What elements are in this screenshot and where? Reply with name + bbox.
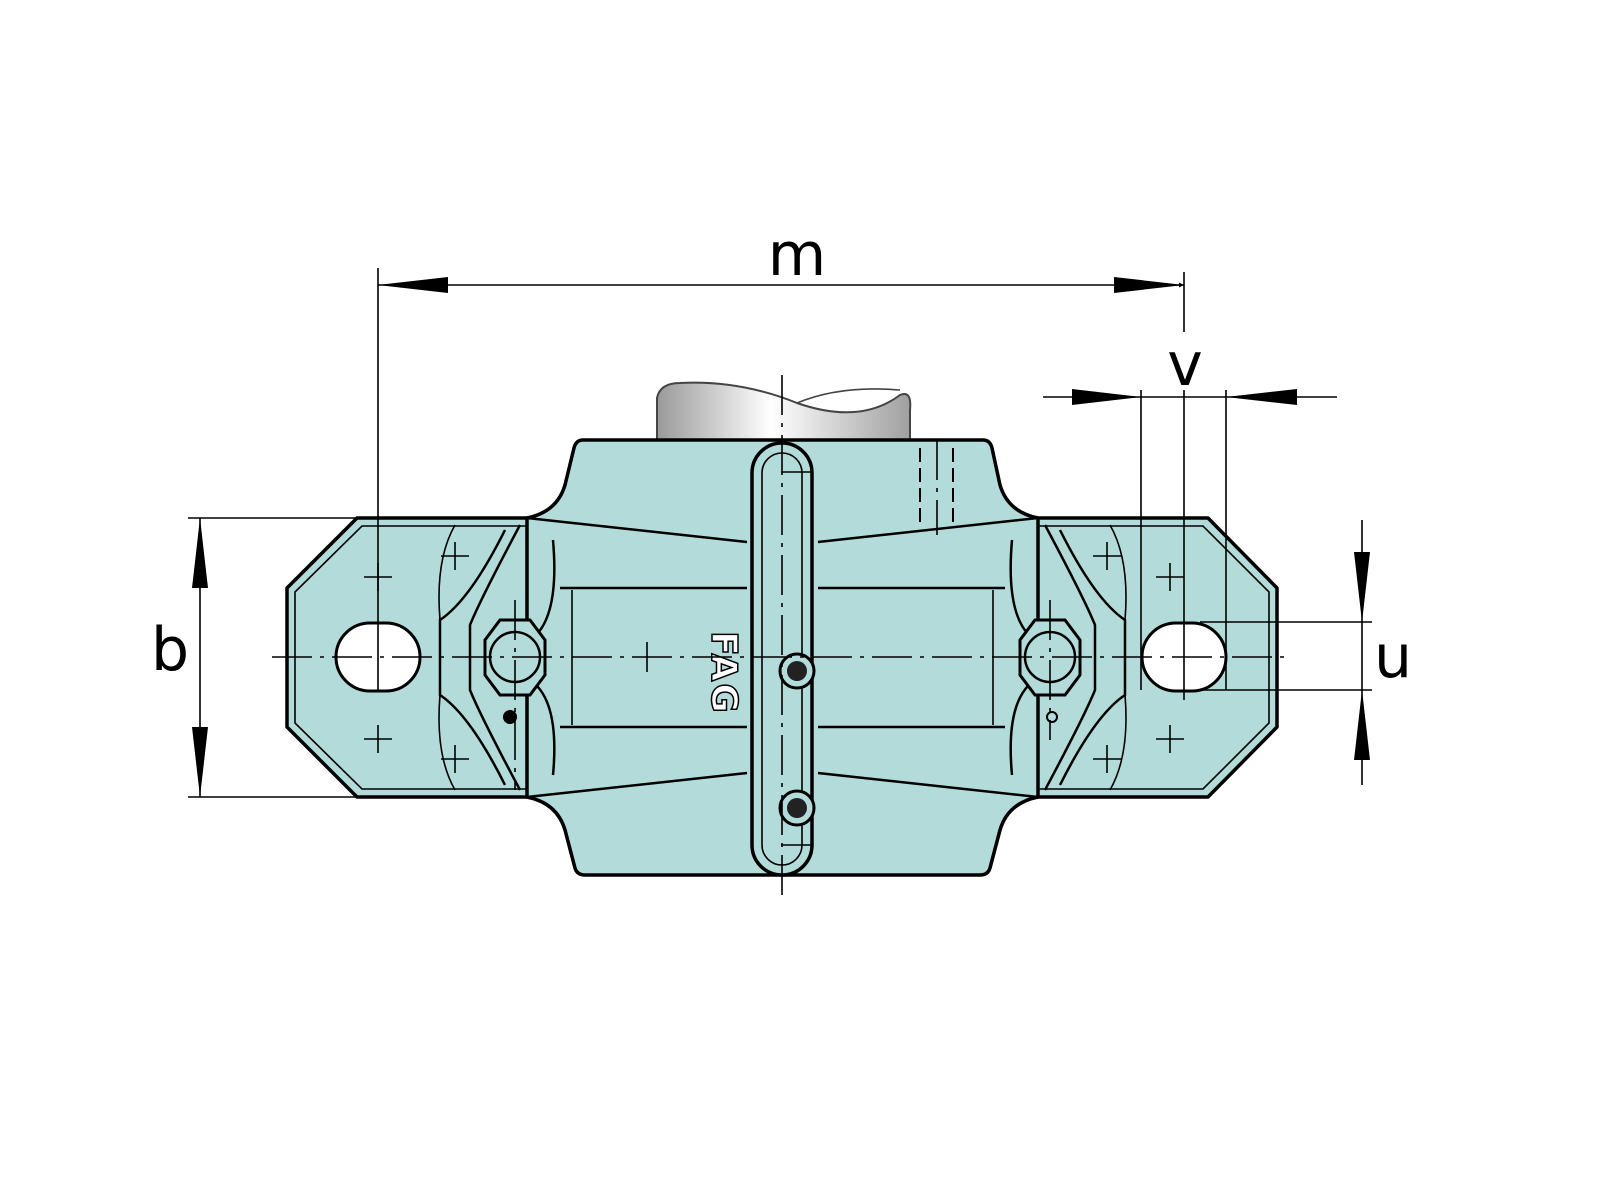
dimension-u: u — [1200, 520, 1412, 785]
dimension-label-b: b — [151, 615, 189, 685]
dimension-label-v: v — [1167, 330, 1203, 400]
dowel-pin-right — [1046, 711, 1058, 723]
cap-bolt-bottom — [778, 789, 816, 827]
dimension-m: m — [377, 220, 1185, 690]
dimension-v: v — [1043, 330, 1337, 700]
dimension-b: b — [151, 517, 360, 798]
housing-flank-left — [438, 516, 748, 799]
dimension-label-m: m — [768, 220, 826, 290]
center-lines — [272, 375, 1290, 897]
hidden-bore-lines — [919, 440, 954, 535]
base-plate-inner-edge — [294, 525, 1270, 790]
shaft — [656, 381, 912, 441]
fag-logo: FAG — [703, 631, 744, 715]
dimension-label-u: u — [1374, 622, 1412, 692]
cap-bolt-top — [778, 652, 816, 690]
dowel-pin-left — [503, 710, 517, 724]
